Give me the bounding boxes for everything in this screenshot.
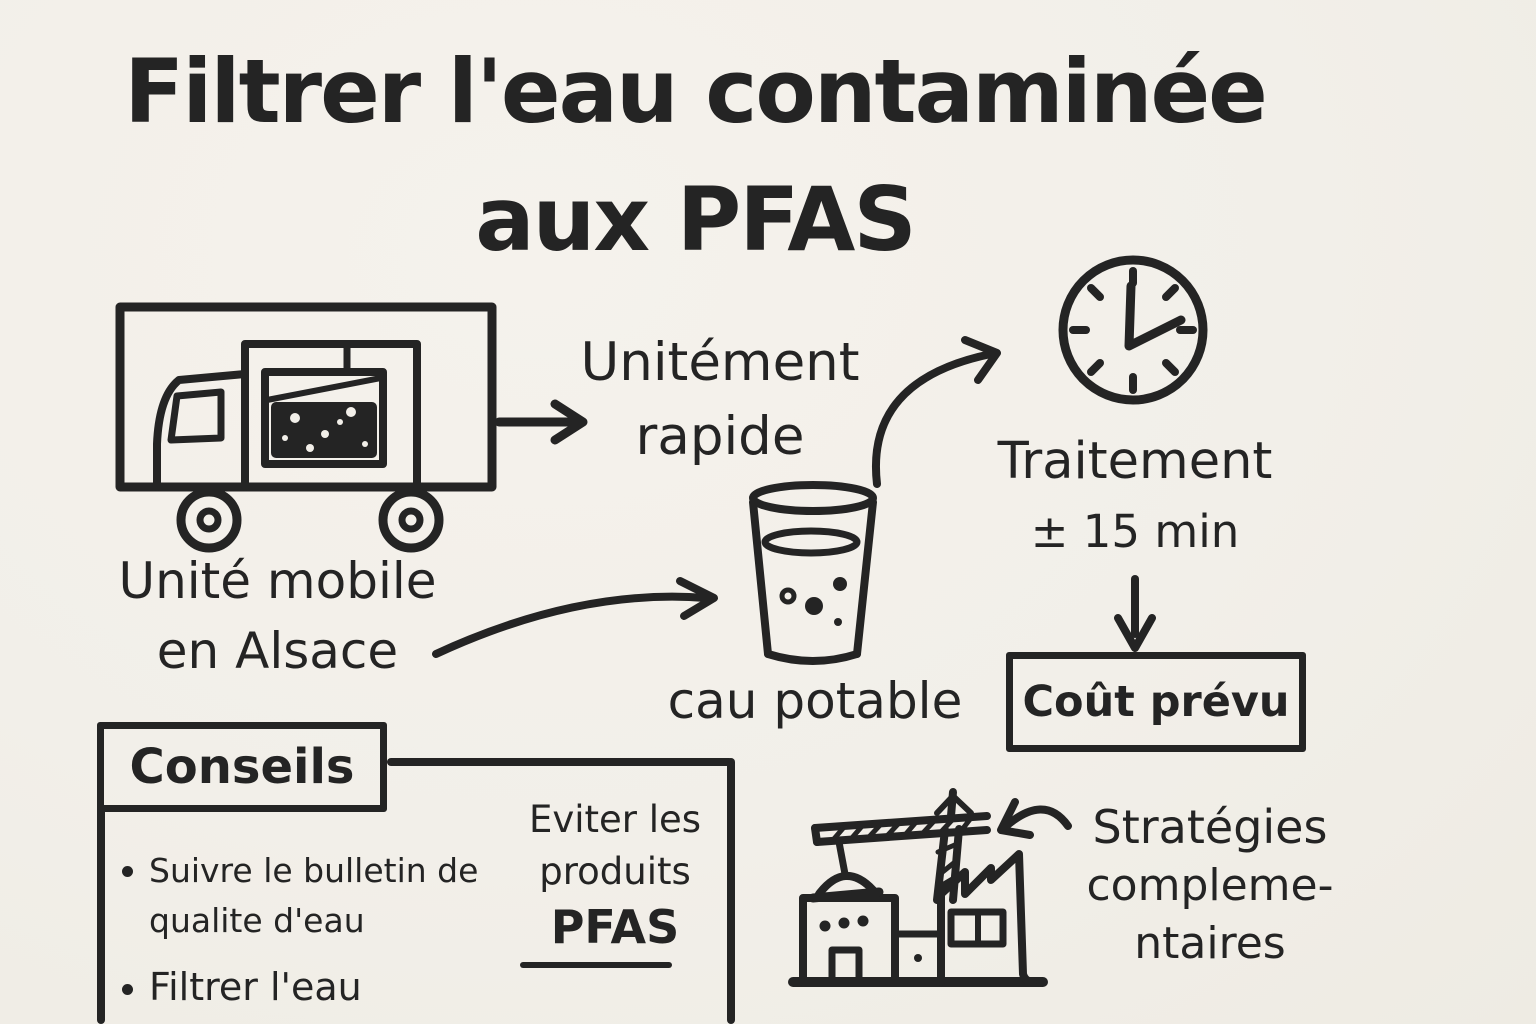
speed-note-line1: Unitément xyxy=(580,332,860,393)
cost-label: Coût prévu xyxy=(1022,677,1290,727)
speed-note: Unitément rapide xyxy=(555,326,885,474)
cost-box: Coût prévu xyxy=(1006,652,1306,752)
conseils-panel-left-border xyxy=(97,804,105,1024)
avoid-products-line1: Eviter les xyxy=(528,798,702,841)
arrow-alsace-to-glass-icon xyxy=(432,577,718,658)
pfas-underline xyxy=(520,962,672,968)
bullet-icon xyxy=(122,866,133,877)
bullet-icon xyxy=(122,984,133,995)
arrow-treatment-to-cost-icon xyxy=(1114,575,1156,652)
strategies-label-line3: ntaires xyxy=(1134,918,1286,969)
arrow-speed-to-clock-icon xyxy=(872,336,1001,488)
advice-item-1: Suivre le bulletin de qualite d'eau xyxy=(122,846,529,946)
water-glass-icon xyxy=(749,481,877,665)
treatment-label-line1: Traitement xyxy=(997,432,1273,491)
avoid-products-line2: produits xyxy=(539,850,691,893)
page-title-line1: Filtrer l'eau contaminée xyxy=(124,40,1268,143)
clock-icon xyxy=(1058,255,1208,405)
speed-note-line2: rapide xyxy=(635,406,805,467)
truck-icon xyxy=(115,302,497,553)
mobile-unit-label-line1: Unité mobile xyxy=(118,552,437,610)
conseils-box: Conseils xyxy=(97,722,387,812)
strategies-label-line1: Stratégies xyxy=(1092,800,1328,854)
advice-item-1-text: Suivre le bulletin de qualite d'eau xyxy=(149,851,479,940)
avoid-products-line3: PFAS xyxy=(550,900,680,954)
factory-crane-icon xyxy=(788,788,1048,987)
arrow-truck-to-speed-icon xyxy=(494,399,588,445)
conseils-panel-right-border xyxy=(727,758,735,1024)
conseils-connector-line xyxy=(387,758,733,766)
arrow-strategies-to-factory-icon xyxy=(997,798,1072,839)
treatment-duration: ± 15 min xyxy=(1030,505,1240,558)
advice-item-2: Filtrer l'eau xyxy=(122,962,529,1012)
water-label: cau potable xyxy=(667,672,963,730)
advice-item-2-text: Filtrer l'eau xyxy=(149,965,362,1009)
strategies-label-line2: compleme- xyxy=(1086,860,1334,911)
conseils-title: Conseils xyxy=(129,739,355,795)
mobile-unit-label-line2: en Alsace xyxy=(156,622,399,680)
page-title-line2: aux PFAS xyxy=(475,168,916,271)
